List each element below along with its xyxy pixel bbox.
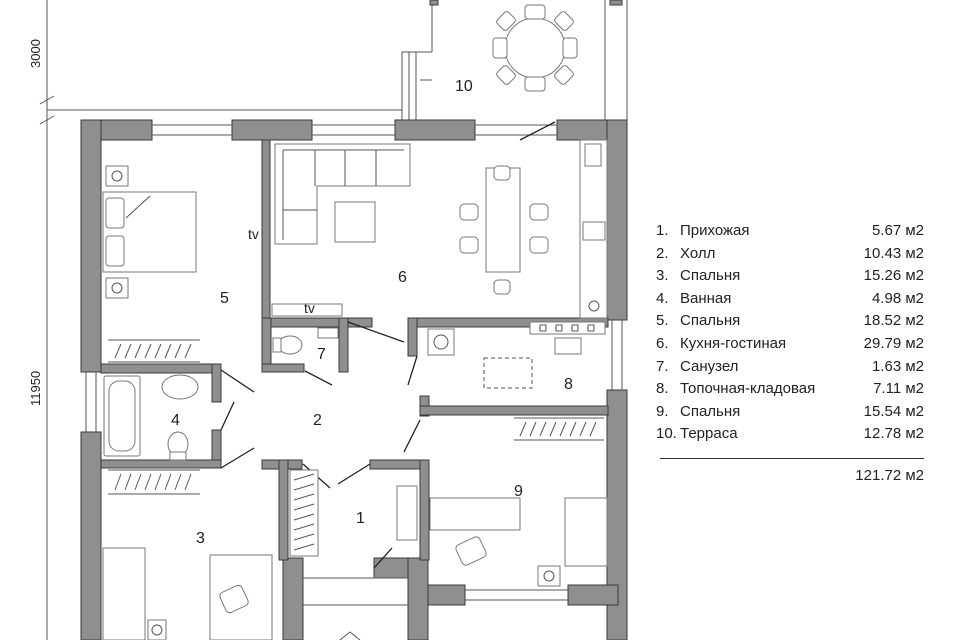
legend-room-name: Кухня-гостиная: [680, 334, 787, 352]
legend-room-number: 3.: [656, 267, 669, 285]
legend-row: 7. Санузел 1.63 м2: [656, 358, 924, 381]
exterior-walls: [80, 119, 628, 640]
room-number-2: 2: [313, 412, 322, 429]
legend-room-name: Ванная: [680, 289, 732, 307]
wc-fixtures: [272, 327, 339, 355]
bath-fixtures: [103, 374, 199, 461]
room-number-5: 5: [220, 290, 229, 307]
legend-total: 121.72 м2: [855, 466, 924, 484]
bedroom-3-furniture: [102, 469, 273, 640]
dining-set: [459, 165, 549, 295]
legend-room-area: 18.52 м2: [863, 312, 924, 330]
dimension-overall: 11950: [28, 371, 43, 406]
sofa: [274, 143, 411, 245]
legend-room-name: Холл: [680, 244, 716, 262]
legend-row: 10.Терраса 12.78 м2: [656, 425, 924, 448]
legend-room-area: 15.54 м2: [863, 402, 924, 420]
legend-room-area: 5.67 м2: [871, 222, 924, 239]
terrace: [47, 0, 628, 120]
room-number-10: 10: [455, 78, 473, 95]
room-number-9: 9: [514, 483, 523, 500]
coffee-table: [334, 201, 376, 243]
legend-room-name: Спальня: [680, 402, 741, 420]
room-number-1: 1: [356, 510, 365, 527]
legend-room-number: 5.: [656, 312, 669, 330]
legend-room-number: 6.: [656, 334, 669, 352]
legend-row: 1. Прихожая 5.67 м2: [656, 222, 924, 245]
legend-room-name: Спальня: [680, 312, 741, 330]
legend-room-number: 10.: [656, 425, 677, 443]
windows: [85, 124, 623, 601]
legend-room-name: Спальня: [680, 267, 741, 285]
legend-room-name: Топочная-кладовая: [680, 380, 816, 398]
legend-room-number: 8.: [656, 380, 669, 398]
legend-room-number: 1.: [656, 222, 669, 239]
legend-room-name: Санузел: [680, 357, 739, 375]
legend-room-area: 15.26 м2: [863, 267, 924, 285]
legend-row: 6. Кухня-гостиная 29.79 м2: [656, 335, 924, 358]
legend-row: 3. Спальня 15.26 м2: [656, 267, 924, 290]
boiler-room-equipment: [427, 321, 606, 389]
dimension-terrace: 3000: [28, 39, 43, 68]
legend-room-area: 29.79 м2: [863, 334, 924, 352]
legend-room-area: 4.98 м2: [871, 289, 924, 307]
room-number-6: 6: [398, 269, 407, 286]
legend-room-number: 7.: [656, 357, 669, 375]
legend-room-area: 10.43 м2: [863, 244, 924, 262]
legend-rows: 1. Прихожая 5.67 м2 2. Холл 10.43 м2 3. Спальня…: [656, 222, 924, 448]
tv-label-living: tv: [304, 300, 315, 316]
room-number-7: 7: [317, 346, 326, 363]
bed-room-5: [102, 165, 200, 363]
legend-room-number: 4.: [656, 289, 669, 307]
legend-divider: [660, 457, 924, 459]
room-number-3: 3: [196, 530, 205, 547]
legend-row: 9. Спальня 15.54 м2: [656, 403, 924, 426]
tv-unit-living: [271, 303, 343, 317]
legend-room-name: Прихожая: [680, 222, 750, 239]
room-number-8: 8: [564, 376, 573, 393]
legend-room-name: Терраса: [680, 425, 738, 443]
kitchen-counter: [579, 139, 608, 319]
legend-room-area: 1.63 м2: [871, 357, 924, 375]
entrance-steps: [303, 577, 408, 640]
legend-room-number: 2.: [656, 244, 669, 262]
tv-label-bedroom: tv: [248, 226, 259, 242]
area-legend: 1. Прихожая 5.67 м2 2. Холл 10.43 м2 3. Спальня…: [656, 222, 924, 484]
hall-wardrobe: [289, 469, 319, 557]
interior-walls: [100, 139, 609, 561]
bedroom-9-furniture: [396, 417, 608, 587]
legend-room-area: 7.11 м2: [873, 380, 924, 398]
dimension-lines: [39, 0, 55, 640]
room-number-4: 4: [171, 412, 180, 429]
legend-row: 4. Ванная 4.98 м2: [656, 290, 924, 313]
legend-row: 8. Топочная-кладовая 7.11 м2: [656, 380, 924, 403]
legend-room-area: 12.78 м2: [863, 425, 924, 443]
legend-row: 2. Холл 10.43 м2: [656, 245, 924, 268]
legend-room-number: 9.: [656, 402, 669, 420]
legend-row: 5. Спальня 18.52 м2: [656, 312, 924, 335]
terrace-table-set: [492, 4, 578, 92]
door-swings: [220, 121, 556, 569]
